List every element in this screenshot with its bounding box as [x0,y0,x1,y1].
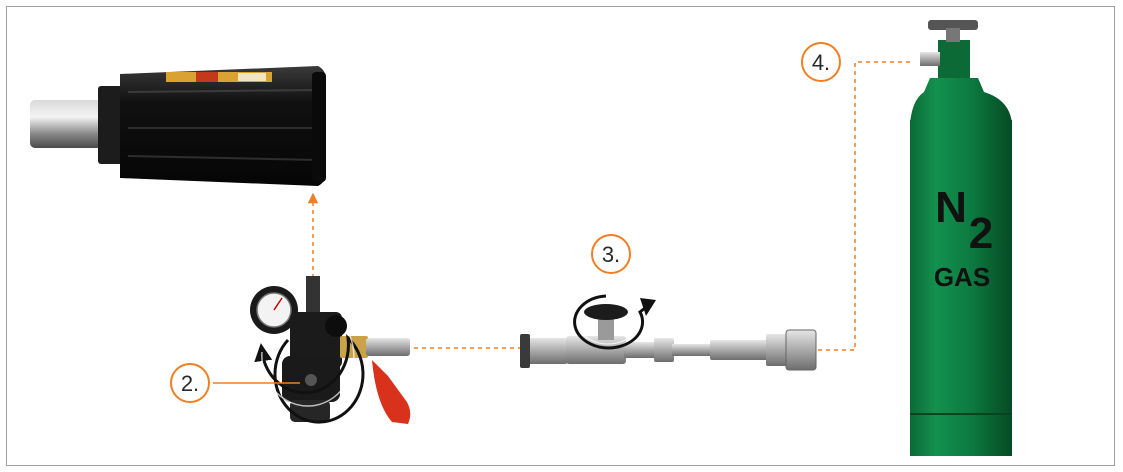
valve-handwheel [584,304,628,320]
rotate-arrow-outline [261,335,355,407]
gas-subscript: 2 [969,209,993,258]
step-3-badge [591,234,631,274]
product-label-stripe [238,73,266,81]
pressure-regulator [250,276,411,424]
cylinder-body [120,66,326,186]
gauge-needle [273,297,283,311]
adjustment-knob-center [305,374,317,386]
step-4-label: 4. [812,50,830,75]
bottle-connector-nut [766,334,788,366]
bottle-connector-nut [785,329,817,371]
valve-body [566,336,626,364]
gas-symbol: N [935,183,967,232]
cylinder-end-cap [312,72,326,182]
step-2-marker: 2. [170,363,210,403]
step-2-badge [170,363,210,403]
bleed-knob [325,315,347,337]
hose-fitting-nut [654,338,674,362]
nitrogen-gas-bottle: N 2 GAS [910,20,1012,456]
gas-word: GAS [934,262,990,292]
valve-handwheel [928,20,978,30]
step-3-marker: 3. [591,234,631,274]
valve-outlet [920,52,940,66]
connection-line-hose-to-bottle [818,61,912,351]
product-label [166,72,272,82]
body-groove [127,155,319,161]
valve-stem [598,316,614,340]
quick-coupler [366,338,410,356]
step-4-marker: 4. [801,42,841,82]
valve-spindle [946,28,960,42]
rotate-arrow-icon [254,333,365,424]
step-2-label: 2. [181,371,199,396]
hose-coupler-collar [520,334,530,368]
cylinder-valve-icon [938,40,970,80]
hose-fitting [624,342,656,358]
rod-collar [98,86,124,164]
hose-fitting [710,340,768,360]
step-4-badge [801,42,841,82]
filling-hose-assembly [520,294,817,371]
bottle-shoulder [910,78,1012,124]
hose-coupler [522,338,568,364]
rotate-arrow-head [640,298,656,316]
body-groove [127,89,319,93]
rotate-arrow-outline [577,299,639,345]
hose-line [672,344,712,356]
gas-spring-cylinder [30,66,326,186]
piston-rod [30,100,102,148]
red-dust-cap [372,360,411,424]
product-label-stripe [196,72,218,82]
bottle-body [910,120,1012,456]
rotate-arrow-icon [573,294,651,350]
regulator-stem [306,276,320,318]
step-3-label: 3. [602,242,620,267]
